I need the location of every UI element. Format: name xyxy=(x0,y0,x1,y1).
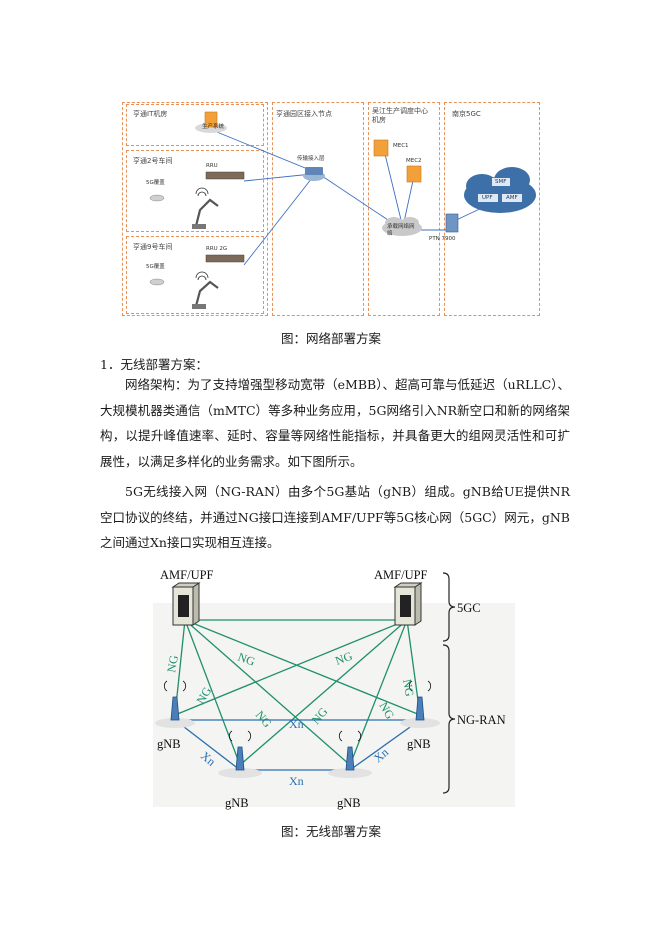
amf-upf-server-right xyxy=(393,582,423,626)
section-heading: 1．无线部署方案： xyxy=(100,357,208,372)
rru2-device xyxy=(205,254,245,263)
amf-upf-label-right: AMF/UPF xyxy=(374,568,428,582)
label-business-system: 生产系统 xyxy=(202,124,225,130)
zone-label-workshop2: 亨通2号车间 xyxy=(133,157,173,165)
link-mec2-core xyxy=(403,175,415,223)
gnb-tower-left xyxy=(163,680,187,721)
zone-label-scheduling: 吴江生产调度中心机房 xyxy=(372,107,428,124)
brace-ngran xyxy=(442,644,456,794)
label-amf: AMF xyxy=(506,195,518,201)
xn-label-bottom: Xn xyxy=(289,774,304,788)
robot-arm-2 xyxy=(192,280,219,309)
5gc-cloud-icon xyxy=(464,167,536,213)
zone-it-room xyxy=(126,104,264,146)
zone-workshop9 xyxy=(126,236,264,314)
link-it-transport xyxy=(211,129,311,171)
label-5gc: 5GC xyxy=(457,601,481,615)
label-ptn: PTN 7900 xyxy=(429,236,456,242)
zone-nanjing xyxy=(444,102,540,316)
label-upf: UPF xyxy=(482,195,493,201)
rru1-device xyxy=(205,171,245,180)
link-transport-core xyxy=(315,171,401,229)
mec1-server-icon xyxy=(373,139,389,157)
coverage-antenna-2 xyxy=(149,278,165,286)
label-mec1: MEC1 xyxy=(393,143,409,149)
gnb-tower-right xyxy=(408,680,432,721)
figure2-caption: 图：无线部署方案 xyxy=(280,824,381,839)
label-core-net: 承载网络网络 xyxy=(387,224,415,237)
core-bearer-cloud-icon xyxy=(382,217,422,236)
xn-label-top: Xn xyxy=(289,717,304,731)
zone-left-column xyxy=(122,102,268,316)
paragraph-ng-ran: 5G无线接入网（NG-RAN）由多个5G基站（gNB）组成。gNB给UE提供NR… xyxy=(100,484,570,550)
brace-5gc xyxy=(442,572,456,642)
zone-scheduling xyxy=(368,102,440,316)
coverage-antenna-1 xyxy=(149,194,165,202)
amf-upf-label-left: AMF/UPF xyxy=(160,568,214,582)
label-transport: 传输接入层 xyxy=(297,156,325,162)
gnb-label-left: gNB xyxy=(157,737,181,751)
gnb-label-right: gNB xyxy=(407,737,431,751)
label-rru2: RRU 2G xyxy=(206,246,228,252)
wifi-icon-1 xyxy=(195,187,209,197)
zone-label-access-node: 亨通园区接入节点 xyxy=(276,110,332,118)
network-diagram-svg xyxy=(149,111,536,309)
zone-label-nanjing: 南京5GC xyxy=(452,110,481,118)
amf-upf-server-left xyxy=(171,582,201,626)
link-rru2-transport xyxy=(243,177,313,266)
zone-label-workshop9: 亨通9号车间 xyxy=(133,243,173,251)
ptn-device-icon xyxy=(445,213,459,233)
label-rru1: RRU xyxy=(206,163,218,169)
ng-label-right-vertical: NG xyxy=(400,678,417,698)
zone-access-node xyxy=(272,102,364,316)
gnb-label-bottom-right: gNB xyxy=(337,796,361,810)
ng-label-left-vertical: NG xyxy=(164,654,181,674)
business-system-icon xyxy=(195,111,227,133)
label-coverage2: 5G覆盖 xyxy=(146,264,165,270)
robot-arm-1 xyxy=(192,198,219,229)
link-mec1-core xyxy=(383,149,403,225)
figure1-caption: 图：网络部署方案 xyxy=(280,331,381,346)
zone-workshop2 xyxy=(126,150,264,232)
transport-switch-icon xyxy=(303,167,325,181)
gnb-label-bottom-left: gNB xyxy=(225,796,249,810)
wireless-deployment-svg: NG NG NG NG NG NG NG NG Xn Xn Xn Xn AMF/… xyxy=(153,568,515,810)
label-smf: SMF xyxy=(495,179,507,185)
ng-label-top-left: NG xyxy=(236,650,257,669)
gnb-tower-bottom-right xyxy=(338,730,362,771)
paragraph-architecture: 网络架构：为了支持增强型移动宽带（eMBB）、超高可靠与低延迟（uRLLC）、大… xyxy=(100,377,570,469)
label-mec2: MEC2 xyxy=(406,158,422,164)
link-rru1-transport xyxy=(243,173,313,182)
mec2-server-icon xyxy=(406,165,422,183)
zone-label-it-room: 亨通IT机房 xyxy=(133,110,168,118)
label-coverage1: 5G覆盖 xyxy=(146,180,165,186)
ng-label-top-right: NG xyxy=(333,649,354,668)
gnb-tower-bottom-left xyxy=(228,730,252,771)
wifi-icon-2 xyxy=(195,271,209,281)
label-ng-ran: NG-RAN xyxy=(457,713,506,727)
